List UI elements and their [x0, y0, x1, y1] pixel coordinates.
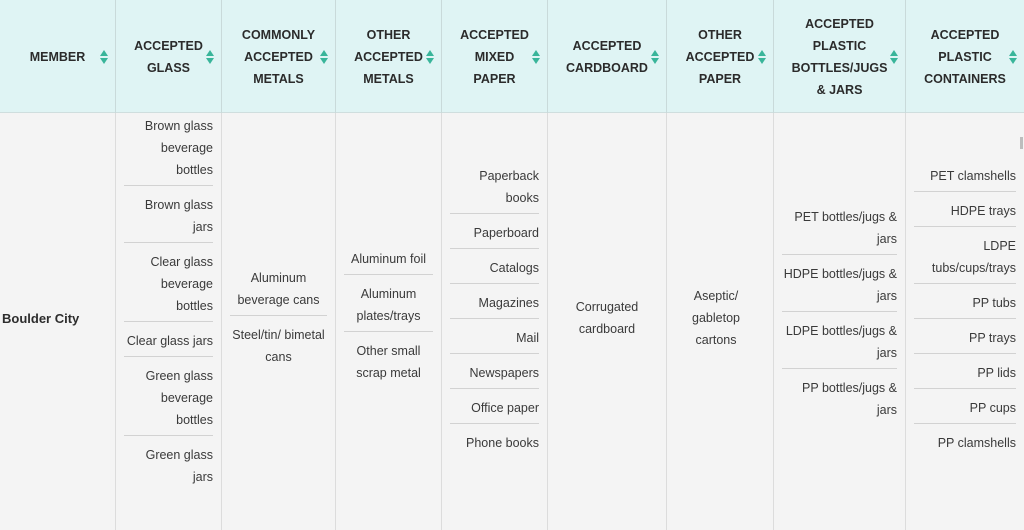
vertical-scrollbar[interactable] [1018, 113, 1024, 530]
header-commonly-accepted-metals[interactable]: COMMONLY ACCEPTED METALS [222, 0, 336, 113]
list-item: LDPE tubs/cups/trays [914, 235, 1016, 284]
header-label: ACCEPTED PLASTIC BOTTLES/JUGS & JARS [791, 16, 888, 97]
cardboard-list: Corrugated cardboard [556, 296, 658, 352]
list-item: PET bottles/jugs & jars [782, 206, 897, 255]
list-item: Brown glass jars [124, 194, 213, 243]
list-item: PP tubs [914, 292, 1016, 319]
table-header-row: MEMBER ACCEPTED GLASS COMMONLY ACCEPTED … [0, 0, 1024, 113]
list-item: Paperboard [450, 222, 539, 249]
list-item: Brown glass beverage bottles [124, 115, 213, 186]
list-item: LDPE bottles/jugs & jars [782, 320, 897, 369]
sort-icon[interactable] [1009, 49, 1017, 64]
header-accepted-cardboard[interactable]: ACCEPTED CARDBOARD [548, 0, 667, 113]
header-accepted-glass[interactable]: ACCEPTED GLASS [116, 0, 222, 113]
list-item: PP trays [914, 327, 1016, 354]
cell-member: Boulder City [0, 113, 116, 530]
list-item: PET clamshells [914, 165, 1016, 192]
sort-icon[interactable] [532, 49, 540, 64]
header-label: OTHER ACCEPTED PAPER [685, 27, 755, 86]
list-item: Clear glass jars [124, 330, 213, 357]
header-label: MEMBER [29, 49, 86, 64]
list-item: HDPE trays [914, 200, 1016, 227]
list-item: Other small scrap metal [356, 344, 421, 380]
list-item: Aluminum beverage cans [230, 267, 327, 316]
header-accepted-plastic-containers[interactable]: ACCEPTED PLASTIC CONTAINERS [906, 0, 1024, 113]
cell-other-paper: Aseptic/ gabletop cartons [667, 113, 774, 530]
scrollbar-thumb[interactable] [1020, 137, 1023, 149]
table-row: Boulder City Brown glass beverage bottle… [0, 113, 1024, 530]
header-label: COMMONLY ACCEPTED METALS [241, 27, 316, 86]
sort-icon[interactable] [651, 49, 659, 64]
header-label: ACCEPTED CARDBOARD [566, 38, 648, 75]
member-name: Boulder City [2, 311, 80, 326]
list-item: PP bottles/jugs & jars [802, 381, 897, 417]
header-label: ACCEPTED MIXED PAPER [460, 27, 529, 86]
header-label: ACCEPTED PLASTIC CONTAINERS [924, 27, 1006, 86]
sort-icon[interactable] [206, 49, 214, 64]
sort-icon[interactable] [100, 49, 108, 64]
list-item: HDPE bottles/jugs & jars [782, 263, 897, 312]
cell-cardboard: Corrugated cardboard [548, 113, 667, 530]
header-member[interactable]: MEMBER [0, 0, 116, 113]
header-label: ACCEPTED GLASS [134, 38, 203, 75]
sort-icon[interactable] [426, 49, 434, 64]
header-accepted-plastic-bottles[interactable]: ACCEPTED PLASTIC BOTTLES/JUGS & JARS [774, 0, 906, 113]
list-item: Aseptic/ gabletop cartons [692, 289, 740, 347]
list-item: PP clamshells [937, 436, 1016, 450]
list-item: Clear glass beverage bottles [124, 251, 213, 322]
list-item: Mail [450, 327, 539, 354]
list-item: Aluminum foil [344, 248, 433, 275]
sort-icon[interactable] [890, 49, 898, 64]
list-item: PP lids [914, 362, 1016, 389]
list-item: Magazines [450, 292, 539, 319]
header-accepted-mixed-paper[interactable]: ACCEPTED MIXED PAPER [442, 0, 548, 113]
list-item: Green glass beverage bottles [124, 365, 213, 436]
header-label: OTHER ACCEPTED METALS [354, 27, 423, 86]
list-item: Steel/tin/ bimetal cans [232, 328, 325, 364]
list-item: Newspapers [450, 362, 539, 389]
list-item: Green glass jars [145, 448, 213, 484]
sort-icon[interactable] [320, 49, 328, 64]
list-item: Office paper [450, 397, 539, 424]
list-item: Paperback books [450, 165, 539, 214]
header-other-accepted-metals[interactable]: OTHER ACCEPTED METALS [336, 0, 442, 113]
list-item: Corrugated cardboard [575, 300, 639, 336]
header-other-accepted-paper[interactable]: OTHER ACCEPTED PAPER [667, 0, 774, 113]
list-item: Aluminum plates/trays [344, 283, 433, 332]
other-paper-list: Aseptic/ gabletop cartons [679, 285, 753, 363]
list-item: PP cups [914, 397, 1016, 424]
list-item: Catalogs [450, 257, 539, 284]
list-item: Phone books [466, 436, 539, 450]
sort-icon[interactable] [758, 49, 766, 64]
